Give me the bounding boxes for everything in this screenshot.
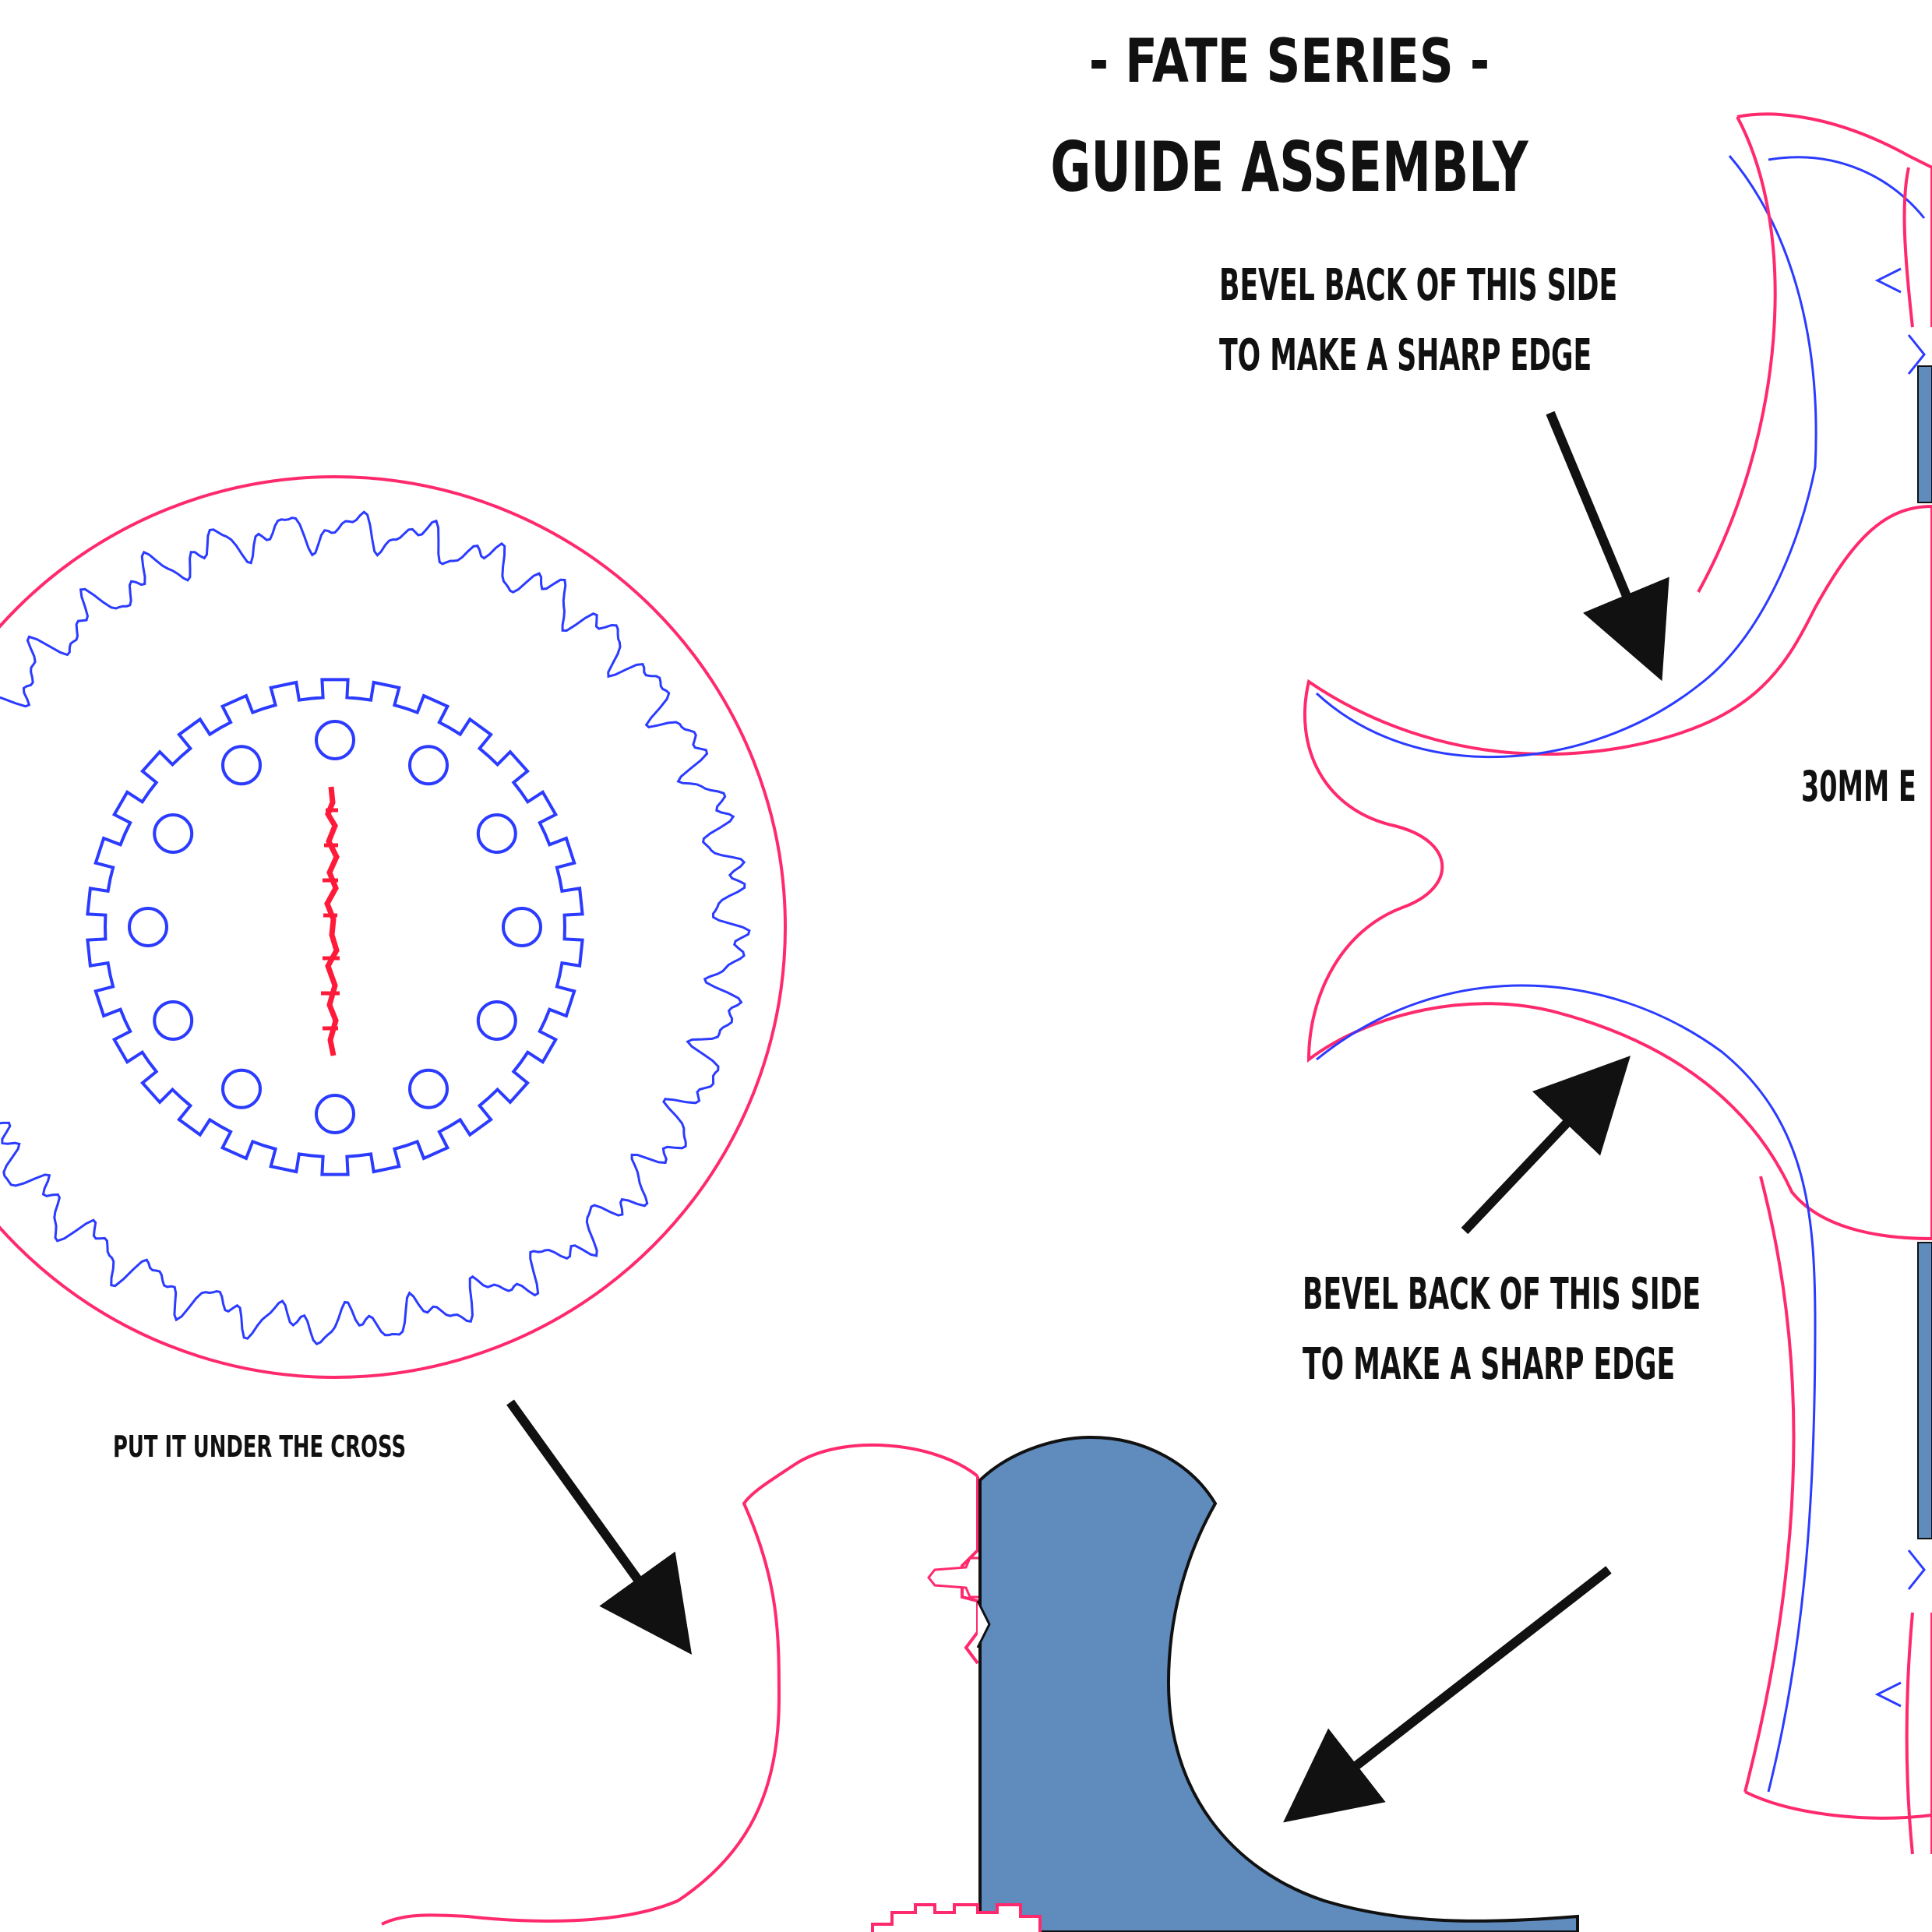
cross-guard-engrave-line xyxy=(1315,155,1817,1793)
gear-hole xyxy=(153,1000,194,1041)
arrow-to-top-edge xyxy=(1546,411,1669,682)
gear-hole xyxy=(408,1068,449,1109)
gear-hole-ring xyxy=(128,720,542,1134)
flame-engrave-ring xyxy=(0,510,751,1346)
gear-hole xyxy=(315,1094,355,1134)
upper-notch-detail xyxy=(1874,267,1926,375)
cross-guard-cut-line xyxy=(1303,505,1932,1240)
inner-gear-outline xyxy=(86,678,584,1176)
hilt-pink-inner xyxy=(961,1476,979,1665)
bevel-label-top-line-2: TO MAKE A SHARP EDGE xyxy=(1219,330,1592,380)
cross-guard-part xyxy=(1303,112,1932,1855)
flame-engrave-line xyxy=(0,510,751,1346)
bevel-label-bottom-line-2: TO MAKE A SHARP EDGE xyxy=(1303,1338,1675,1389)
gear-disc-part xyxy=(0,475,787,1379)
gear-hole xyxy=(221,745,262,786)
center-engraving xyxy=(324,786,340,1056)
tang-slot-top xyxy=(1917,365,1932,503)
upper-blade-engrave xyxy=(1768,156,1926,219)
lower-blade-cut-line xyxy=(1743,1176,1932,1820)
upper-blade-cut-line xyxy=(1697,112,1932,593)
gear-hole xyxy=(476,813,517,854)
title-line-2: GUIDE ASSEMBLY xyxy=(1050,129,1528,208)
gear-hole xyxy=(315,720,355,760)
disc-outer-cut-line xyxy=(0,475,787,1379)
pink-inner-slot-top xyxy=(1902,167,1932,328)
tang-slot-bottom xyxy=(1917,1242,1932,1539)
hilt-blue-half xyxy=(978,1435,1579,1932)
gear-hole xyxy=(476,1000,517,1041)
arrow-to-cross xyxy=(506,1399,693,1655)
gear-hole xyxy=(153,813,194,854)
hilt-pink-half xyxy=(381,1443,979,1926)
gear-hole xyxy=(408,745,449,786)
gear-hole xyxy=(502,907,542,947)
pink-inner-slot-bottom xyxy=(1905,1612,1932,1855)
put-under-note: PUT IT UNDER THE CROSS xyxy=(113,1430,406,1464)
arrow-to-bottom-edge xyxy=(1461,1056,1631,1235)
bevel-label-top-line-1: BEVEL BACK OF THIS SIDE xyxy=(1219,259,1617,310)
hilt-bottom-gear-teeth xyxy=(871,1903,1042,1932)
hilt-part xyxy=(381,1435,1579,1932)
gear-hole xyxy=(128,907,168,947)
hilt-center-notch xyxy=(976,1600,991,1648)
bevel-label-bottom-line-1: BEVEL BACK OF THIS SIDE xyxy=(1303,1268,1701,1319)
lower-notch-detail xyxy=(1874,1549,1926,1708)
gear-hole xyxy=(221,1068,262,1109)
partial-dimension-label: 30MM E xyxy=(1801,762,1916,812)
arrow-to-bottom-piece xyxy=(1283,1566,1612,1823)
title-line-1: - FATE SERIES - xyxy=(1089,26,1490,97)
